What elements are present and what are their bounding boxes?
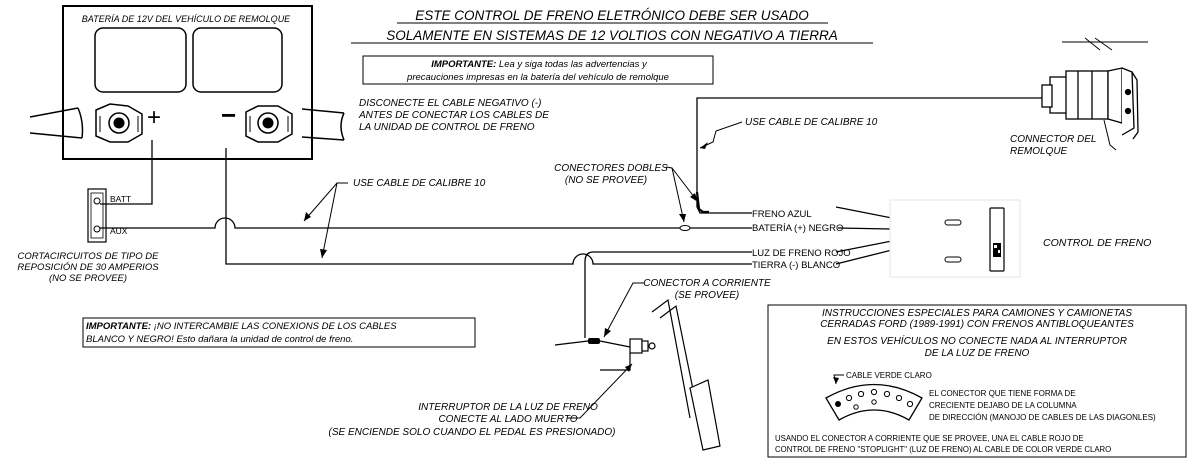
stoplight-switch xyxy=(600,338,656,371)
important-bottom-text-1: ¡NO INTERCAMBIE LAS CONEXIONS DE LOS CAB… xyxy=(154,321,397,332)
disconnect-line-2: ANTES DE CONECTAR LOS CABLES DE xyxy=(358,110,549,121)
power-connector-group: CONECTOR A CORRIENTE (SE PROVEE) xyxy=(554,278,771,348)
ford-line-4: DE LA LUZ DE FRENO xyxy=(925,348,1030,359)
gauge-label-right-group: USE CABLE DE CALIBRE 10 xyxy=(699,117,878,149)
control-faceplate xyxy=(989,207,1005,272)
important-top-frame xyxy=(362,55,714,85)
wire-blue-brake xyxy=(696,88,1064,214)
double-connectors-line-2: (NO SE PROVEE) xyxy=(565,175,647,186)
title-line-1: ESTE CONTROL DE FRENO ELETRÓNICO DEBE SE… xyxy=(415,8,809,23)
ford-frame xyxy=(767,304,1187,458)
butt-connector-black xyxy=(679,225,691,231)
control-display xyxy=(993,243,1001,257)
battery: BATERÍA DE 12V DEL VEHÍCULO DE REMOLQUE … xyxy=(29,5,345,160)
disconnect-line-3: LA UNIDAD DE CONTROL DE FRENO xyxy=(359,122,535,133)
breaker-line-3: (NO SE PROVEE) xyxy=(49,273,127,284)
wire-white-ground xyxy=(225,148,752,265)
battery-cell-right xyxy=(192,27,283,93)
gauge-label-right: USE CABLE DE CALIBRE 10 xyxy=(745,117,878,128)
wire-label-black: BATERÍA (+) NEGRO xyxy=(752,223,843,234)
trailer-connector xyxy=(1041,37,1148,151)
title-line-2: SOLAMENTE EN SISTEMAS DE 12 VOLTIOS CON … xyxy=(386,28,838,43)
ford-line-2: CERRADAS FORD (1989-1991) CON FRENOS ANT… xyxy=(820,319,1134,330)
important-bottom-line-2: BLANCO Y NEGRO! Esto dañara la unidad de… xyxy=(86,334,353,345)
switch-line-1: INTERRUPTOR DE LA LUZ DE FRENO xyxy=(418,402,598,413)
brake-pedal xyxy=(651,298,721,451)
disconnect-line-1: DISCONECTE EL CABLE NEGATIVO (-) xyxy=(359,98,541,109)
wire-label-blue: FRENO AZUL xyxy=(752,209,812,220)
title: ESTE CONTROL DE FRENO ELETRÓNICO DEBE SE… xyxy=(351,8,873,44)
wire-battery-to-breaker xyxy=(100,140,153,205)
gauge-label-left: USE CABLE DE CALIBRE 10 xyxy=(353,178,486,189)
green-wire-label: CABLE VERDE CLARO xyxy=(846,371,932,380)
wire-label-red: LUZ DE FRENO ROJO xyxy=(752,248,851,259)
ford-bottom-line-2: CONTROL DE FRENO "STOPLIGHT" (LUZ DE FRE… xyxy=(775,445,1111,454)
negative-terminal xyxy=(245,105,293,143)
wire-black-battery xyxy=(100,217,752,229)
wire-red-stoplight xyxy=(584,251,752,338)
power-connector-line-2: (SE PROVEE) xyxy=(675,290,739,301)
ford-line-1: INSTRUCCIONES ESPECIALES PARA CAMIONES Y… xyxy=(822,308,1132,319)
important-top-box: IMPORTANTE: Lea y siga todas las adverte… xyxy=(362,55,714,85)
important-bottom-frame xyxy=(82,317,476,348)
breaker-body xyxy=(87,188,107,243)
switch-line-2: CONECTE AL LADO MUERTO xyxy=(438,414,577,425)
power-connector xyxy=(588,338,600,344)
important-bottom-box: IMPORTANTE: ¡NO INTERCAMBIE LAS CONEXION… xyxy=(82,317,476,348)
double-connectors-line-1: CONECTORES DOBLES xyxy=(554,163,668,174)
control-lead-wires xyxy=(835,206,893,265)
negative-sign: − xyxy=(221,100,236,130)
trailer-connector-line-2: REMOLQUE xyxy=(1010,146,1068,157)
ford-line-3: EN ESTOS VEHÍCULOS NO CONECTE NADA AL IN… xyxy=(827,334,1127,347)
brake-control-unit xyxy=(889,199,1021,278)
important-top-text-1: Lea y siga todas las advertencias y xyxy=(499,59,648,70)
battery-cell-left xyxy=(94,27,187,93)
double-connectors-group: CONECTORES DOBLES (NO SE PROVEE) xyxy=(554,163,699,223)
breaker-batt-label: BATT xyxy=(110,194,131,204)
butt-connector-blue xyxy=(695,191,709,214)
disconnect-note: DISCONECTE EL CABLE NEGATIVO (-) ANTES D… xyxy=(358,98,549,133)
gauge-label-left-group: USE CABLE DE CALIBRE 10 xyxy=(303,178,486,259)
power-connector-line-1: CONECTOR A CORRIENTE xyxy=(643,278,771,289)
wire-labels: FRENO AZUL BATERÍA (+) NEGRO LUZ DE FREN… xyxy=(752,209,851,271)
crescent-connector xyxy=(825,383,923,421)
breaker-line-1: CORTACIRCUITOS DE TIPO DE xyxy=(18,251,160,262)
wire-label-white: TIERRA (-) BLANCO xyxy=(752,260,840,271)
trailer-connector-line-1: CONNECTOR DEL xyxy=(1010,134,1097,145)
crescent-line-3: DE DIRECCIÓN (MANOJO DE CABLES DE LAS DI… xyxy=(929,413,1156,422)
positive-sign: + xyxy=(147,104,161,131)
ford-instructions: INSTRUCCIONES ESPECIALES PARA CAMIONES Y… xyxy=(767,304,1187,458)
important-top-line-1: IMPORTANTE: Lea y siga todas las adverte… xyxy=(431,59,648,70)
battery-cable-right xyxy=(301,108,345,141)
battery-label: BATERÍA DE 12V DEL VEHÍCULO DE REMOLQUE xyxy=(82,14,291,24)
important-top-line-2: precauciones impresas en la batería del … xyxy=(406,72,669,83)
butt-connectors xyxy=(679,191,709,231)
important-bottom-lead: IMPORTANTE: xyxy=(86,321,151,332)
circuit-breaker: BATT AUX CORTACIRCUITOS DE TIPO DE REPOS… xyxy=(17,188,160,284)
battery-cable-left xyxy=(29,107,83,139)
positive-terminal xyxy=(95,103,143,143)
breaker-aux-label: AUX xyxy=(110,226,128,236)
switch-line-3: (SE ENCIENDE SOLO CUANDO EL PEDAL ES PRE… xyxy=(329,427,616,438)
ford-bottom-line-1: USANDO EL CONECTOR A CORRIENTE QUE SE PR… xyxy=(775,434,1084,443)
important-bottom-line-1: IMPORTANTE: ¡NO INTERCAMBIE LAS CONEXION… xyxy=(86,321,397,332)
crescent-line-2: CRECIENTE DEJABO DE LA COLUMNA xyxy=(929,401,1077,410)
breaker-line-2: REPOSICIÓN DE 30 AMPERIOS xyxy=(17,262,159,273)
control-label: CONTROL DE FRENO xyxy=(1043,237,1151,249)
important-top-lead: IMPORTANTE: xyxy=(431,59,496,70)
crescent-line-1: EL CONECTOR QUE TIENE FORMA DE xyxy=(929,389,1076,398)
